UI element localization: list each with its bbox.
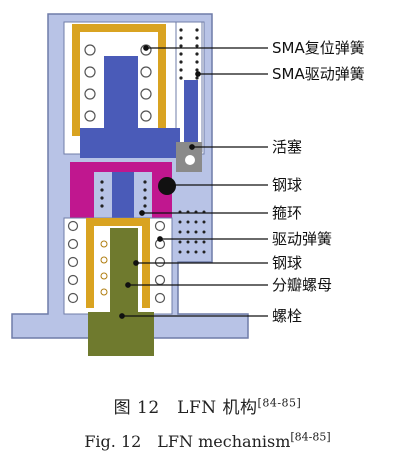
caption-cn-text: 图 12 LFN 机构 xyxy=(113,398,258,418)
sma-reset-spring xyxy=(84,44,152,122)
leader-lines xyxy=(119,45,268,319)
lower-outer-springs xyxy=(67,220,166,304)
bolt-head xyxy=(88,312,154,356)
plunger-stem xyxy=(104,56,138,136)
label-sma-drive-spring: SMA驱动弹簧 xyxy=(272,65,365,83)
caption-en-text: Fig. 12 LFN mechanism xyxy=(84,432,291,451)
label-bolt: 螺栓 xyxy=(272,307,302,325)
drive-spring-block xyxy=(178,210,206,254)
label-steel-ball-1: 钢球 xyxy=(272,176,302,194)
sma-drive-spring-rod xyxy=(184,80,198,150)
figure-caption-cn: 图 12 LFN 机构[84-85] xyxy=(0,393,415,418)
label-steel-ball-2: 钢球 xyxy=(272,254,302,272)
inner-springs xyxy=(100,180,147,208)
split-nut-frame xyxy=(86,218,150,308)
label-hoop: 箍环 xyxy=(272,204,302,222)
label-sma-reset-spring: SMA复位弹簧 xyxy=(272,39,365,57)
label-drive-spring: 驱动弹簧 xyxy=(272,230,332,248)
central-rod xyxy=(112,172,134,222)
steel-ball-1 xyxy=(158,177,176,195)
label-split-nut: 分瓣螺母 xyxy=(272,276,332,294)
caption-cn-ref: [84-85] xyxy=(257,396,302,410)
bolt-shank xyxy=(110,228,138,318)
figure-caption-en: Fig. 12 LFN mechanism[84-85] xyxy=(0,428,415,452)
sma-drive-spring xyxy=(179,28,199,80)
piston-hole xyxy=(185,155,195,165)
plunger-head xyxy=(80,128,180,158)
label-piston: 活塞 xyxy=(272,138,302,156)
caption-en-ref: [84-85] xyxy=(290,430,331,444)
lfn-mechanism-diagram: SMA复位弹簧 SMA驱动弹簧 活塞 钢球 箍环 驱动弹簧 钢球 分瓣螺母 螺栓 xyxy=(11,13,365,356)
